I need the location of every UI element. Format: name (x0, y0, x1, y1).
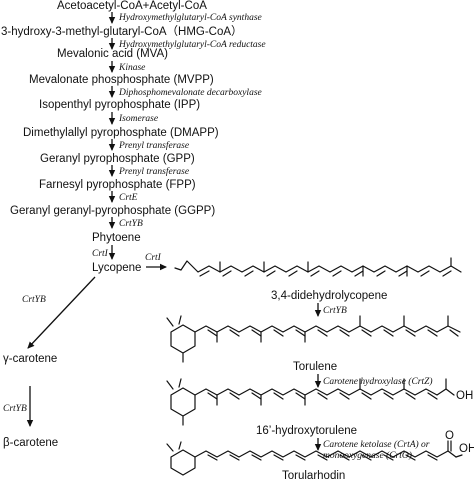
torulene-methyls (216, 315, 449, 343)
torularhodin-ring (166, 441, 196, 476)
compound-phytoene: Phytoene (92, 232, 141, 244)
structure-hydroxytorulene (166, 378, 455, 426)
enzyme-hmg-coa-reductase: Hydroxymethylglutaryl-CoA reductase (118, 40, 266, 50)
structure-torularhodin (166, 440, 463, 476)
compound-ipp: Isopenthyl pyrophosphate (IPP) (39, 99, 200, 111)
compound-torularhodin: Torularhodin (282, 470, 345, 482)
hydroxytorulene-ring (166, 378, 196, 426)
hydroxytorulene-methyls (216, 378, 447, 406)
enzyme-kinase: Kinase (118, 63, 145, 73)
torularhodin-double-bonds (207, 454, 438, 461)
arrow-lycopene-to-gamma-carotene (27, 276, 96, 349)
enzyme-crtz: Carotene hydroxylase (CrtZ) (323, 376, 433, 387)
structure-didehydrolycopene (174, 257, 462, 277)
compound-hydroxytorulene: 16’-hydroxytorulene (256, 425, 357, 437)
torularhodin-acid (447, 440, 463, 458)
compound-hmg-coa: 3-hydroxy-3-methyl-glutaryl-CoA（HMG-CoA） (1, 25, 243, 38)
structure-torulene (166, 315, 461, 363)
enzyme-crtyb-gamma: CrtYB (22, 295, 46, 305)
compound-lycopene: Lycopene (92, 262, 141, 274)
compound-acetoacetyl-coa: Acetoacetyl-CoA+Acetyl-CoA (57, 0, 207, 12)
compound-mva: Mevalonic acid (MVA) (57, 48, 168, 60)
compound-ggpp: Geranyl geranyl-pyrophosphate (GGPP) (10, 205, 215, 217)
enzyme-prenyl-transferase-1: Prenyl transferase (118, 140, 189, 151)
enzyme-crti: CrtI (92, 249, 109, 259)
didehydrolycopene-chain (174, 260, 462, 273)
torulene-double-bonds (207, 329, 459, 337)
enzyme-isomerase: Isomerase (118, 114, 158, 124)
hydroxytorulene-double-bonds (207, 392, 438, 400)
hydroxytorulene-chain (194, 388, 455, 396)
enzyme-diphosphomevalonate-decarboxylase: Diphosphomevalonate decarboxylase (118, 88, 262, 98)
compound-dmapp: Dimethylallyl pyrophosphate (DMAPP) (23, 127, 219, 139)
label-acid-oxygen: O (445, 430, 454, 442)
compound-torulene: Torulene (293, 361, 337, 373)
compound-beta-carotene: β-carotene (3, 437, 58, 449)
enzyme-crta: Carotene ketolase (CrtA) or (323, 439, 430, 450)
enzyme-crtyb-torulene: CrtYB (323, 306, 347, 316)
compound-fpp: Farnesyl pyrophosphate (FPP) (39, 179, 196, 191)
enzyme-prenyl-transferase-2: Prenyl transferase (118, 166, 189, 177)
enzyme-crte: CrtE (119, 193, 138, 203)
enzyme-crtyb-beta: CrtYB (3, 404, 27, 414)
torularhodin-chain (194, 450, 457, 458)
compound-mvpp: Mevalonate phosphosphate (MVPP) (29, 74, 214, 86)
compound-gamma-carotene: γ-carotene (3, 353, 57, 365)
didehydrolycopene-double-bonds (199, 270, 452, 277)
torulene-ring (166, 315, 196, 363)
enzyme-crti-branch: CrtI (145, 253, 162, 263)
compound-didehydrolycopene: 3,4-didehydrolycopene (271, 290, 387, 302)
didehydrolycopene-methyls (219, 257, 452, 277)
torulene-chain (194, 325, 461, 333)
enzyme-crtyb-phytoene: CrtYB (119, 219, 143, 229)
label-hydroxyl-group: OH (456, 390, 473, 402)
enzyme-hmg-coa-synthase: Hydroxymethylglutaryl-CoA synthase (118, 13, 262, 23)
compound-gpp: Geranyl pyrophosphate (GPP) (40, 153, 195, 165)
label-acid-hydroxyl: OH (459, 443, 474, 455)
